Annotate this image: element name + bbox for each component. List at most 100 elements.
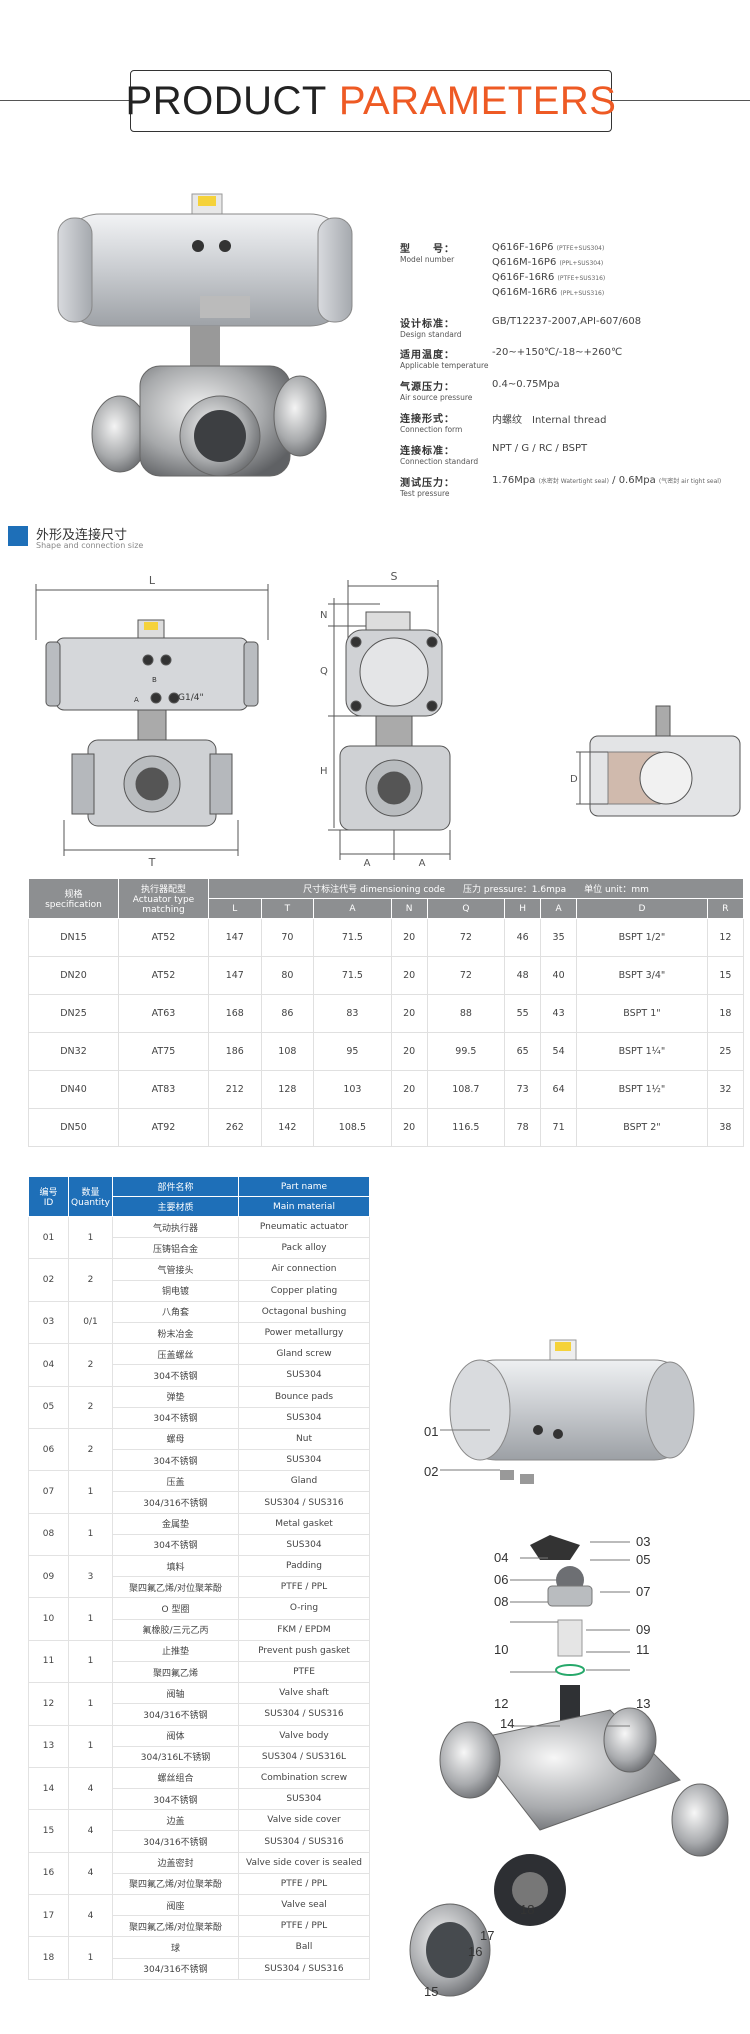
table-cell: 20 (390, 1108, 428, 1147)
table-cell: 108.7 (426, 1070, 506, 1109)
table-cell: 142 (260, 1108, 315, 1147)
table-cell: 72 (426, 918, 506, 957)
table-cell: Nut (238, 1427, 370, 1451)
table-cell: 73 (504, 1070, 542, 1109)
model-item: Q616F-16P6 (PTFE+SUS304) (492, 242, 605, 253)
dim-col-header: A (540, 898, 578, 919)
table-cell: 86 (260, 994, 315, 1033)
title-word-1: PRODUCT (125, 78, 327, 123)
col-group: 尺寸标注代号 dimensioning code 压力 pressure：1.6… (208, 878, 744, 899)
table-cell: 4 (68, 1893, 113, 1938)
table-cell: 边盖 (112, 1809, 239, 1832)
table-cell: 10 (28, 1597, 69, 1641)
model-list: Q616F-16P6 (PTFE+SUS304) Q616M-16P6 (PPL… (492, 241, 605, 301)
table-cell: AT92 (118, 1108, 209, 1147)
table-cell: 05 (28, 1385, 69, 1429)
table-cell: Power metallurgy (238, 1321, 370, 1345)
dimension-drawing-section: D (570, 700, 746, 830)
table-cell: 01 (28, 1215, 69, 1260)
table-cell: 304/316不锈钢 (112, 1957, 239, 1980)
model-item: Q616M-16P6 (PPL+SUS304) (492, 257, 604, 268)
table-cell: 304不锈钢 (112, 1364, 239, 1387)
table-cell: 阀轴 (112, 1682, 239, 1705)
param-model: 型 号： Model number (400, 240, 455, 264)
table-cell: 2 (68, 1343, 113, 1387)
dim-label-H: H (320, 766, 328, 777)
table-cell: BSPT 1¼" (576, 1032, 708, 1071)
param-test: 测试压力： Test pressure (400, 478, 455, 498)
table-cell: 88 (426, 994, 506, 1033)
dim-col-header: D (576, 898, 708, 919)
table-cell: 粉末冶金 (112, 1321, 239, 1345)
table-cell: 65 (504, 1032, 542, 1071)
table-cell: 铜电镀 (112, 1279, 239, 1302)
model-item: Q616M-16R6 (PPL+SUS316) (492, 287, 605, 298)
dim-label-T: T (148, 856, 156, 869)
table-cell: 83 (313, 994, 392, 1033)
table-cell: Air connection (238, 1258, 370, 1281)
table-cell: 35 (540, 918, 578, 957)
table-cell: 02 (28, 1258, 69, 1302)
parts-table: 编号 ID 数量 Quantity 部件名称 Part name 主要材质 Ma… (28, 1176, 370, 1980)
table-cell: SUS304 (238, 1406, 370, 1429)
table-cell: 116.5 (426, 1108, 506, 1147)
table-cell: 147 (208, 918, 262, 957)
callout-01: 01 (424, 1424, 439, 1439)
table-cell: DN20 (28, 956, 119, 995)
table-cell: 1 (68, 1215, 113, 1260)
table-cell: 0/1 (68, 1300, 113, 1345)
table-cell: SUS304 (238, 1364, 370, 1387)
table-cell: DN32 (28, 1032, 119, 1071)
value-test: 1.76Mpa (水密封 Watertight seal) / 0.6Mpa (… (492, 475, 722, 486)
table-cell: 17 (28, 1893, 69, 1938)
section-title-en: Shape and connection size (36, 541, 144, 550)
table-cell: DN50 (28, 1108, 119, 1147)
callout-16: 16 (468, 1944, 483, 1959)
table-cell: PTFE / PPL (238, 1872, 370, 1896)
table-cell: 2 (68, 1258, 113, 1302)
col-spec: 规格 specification (28, 878, 119, 919)
table-cell: 止推垫 (112, 1639, 239, 1662)
param-connection: 连接形式： Connection form (400, 414, 463, 434)
table-cell: 168 (208, 994, 262, 1033)
table-cell: 54 (540, 1032, 578, 1071)
table-cell: 4 (68, 1851, 113, 1896)
table-cell: 13 (28, 1724, 69, 1768)
table-cell: O-ring (238, 1597, 370, 1620)
table-cell: 阀座 (112, 1893, 239, 1917)
dim-label-Q: Q (320, 666, 328, 677)
col-mat-en: Main material (238, 1196, 370, 1217)
table-cell: SUS304 / SUS316 (238, 1703, 370, 1726)
value-air: 0.4~0.75Mpa (492, 379, 560, 390)
dimension-drawing-side: S N Q H A A (320, 570, 460, 869)
callout-18: 18 (520, 1902, 535, 1917)
table-cell: 108 (260, 1032, 315, 1071)
col-name-cn: 部件名称 (112, 1176, 239, 1197)
value-connection: 内螺纹 Internal thread (492, 415, 607, 426)
table-cell: 212 (208, 1070, 262, 1109)
callout-13: 13 (636, 1696, 651, 1711)
callout-02: 02 (424, 1464, 439, 1479)
table-cell: PTFE / PPL (238, 1915, 370, 1938)
table-cell: 25 (706, 1032, 745, 1071)
table-cell: 压盖 (112, 1470, 239, 1493)
table-cell: 填料 (112, 1554, 239, 1578)
table-cell: 1 (68, 1597, 113, 1641)
table-cell: 球 (112, 1936, 239, 1959)
exploded-view-diagram (409, 1339, 729, 1997)
table-cell: 04 (28, 1343, 69, 1387)
